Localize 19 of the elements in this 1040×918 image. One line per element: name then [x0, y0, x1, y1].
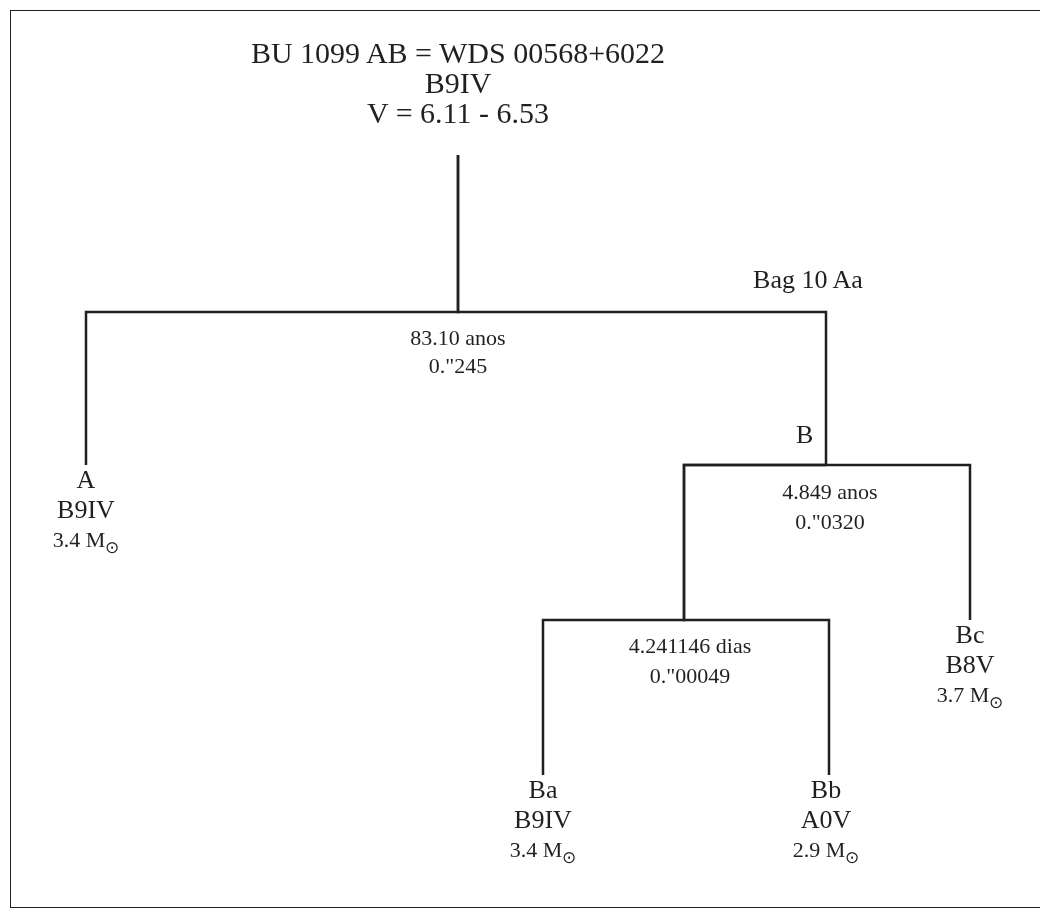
star-label: B9IV: [57, 495, 115, 525]
star-label: B9IV: [514, 805, 572, 835]
star-label: B: [796, 420, 814, 450]
star-label: Ba: [528, 775, 558, 805]
star-label: 2.9 M$_{⊙}$: [792, 836, 860, 865]
star-label: A: [76, 465, 96, 495]
star-label: 3.4 M$_{⊙}$: [52, 526, 120, 555]
star-label: 3.4 M$_{⊙}$: [509, 836, 577, 865]
star-label: 3.7 M$_{⊙}$: [936, 681, 1004, 710]
star-label: V = 6.11 - 6.53: [367, 98, 549, 128]
connector-line: [682, 463, 831, 775]
connector-line: [456, 155, 828, 465]
star-label: Bc: [955, 620, 985, 650]
star-label: B9IV: [424, 68, 492, 98]
connector-line: [826, 463, 972, 620]
star-label: B8V: [945, 650, 995, 680]
star-label: A0V: [800, 805, 852, 835]
star-label: BU 1099 AB = WDS 00568+6022: [250, 38, 666, 68]
star-label: Bb: [810, 775, 842, 805]
